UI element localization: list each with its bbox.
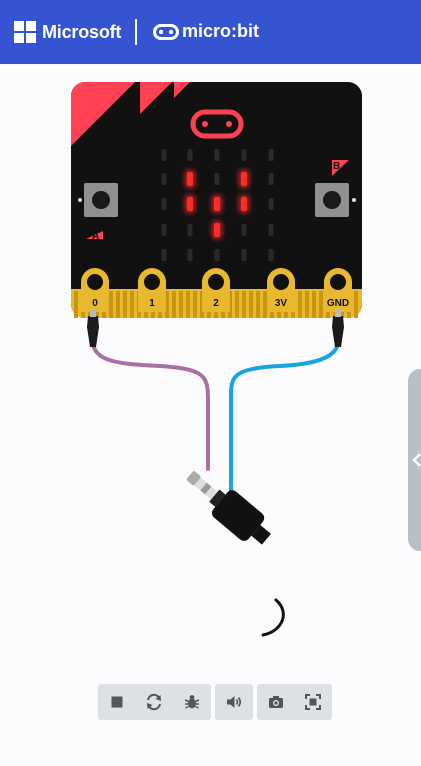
microbit-simulator[interactable]: A B 0 1 2 3V GND [0, 64, 421, 684]
edge-finger [74, 291, 78, 318]
sound-button[interactable] [215, 684, 253, 720]
edge-finger [130, 291, 134, 318]
led-off [214, 249, 220, 261]
app-header: Microsoft micro:bit [0, 0, 421, 64]
edge-finger [172, 291, 176, 318]
edge-finger [319, 291, 323, 318]
led-matrix [161, 149, 274, 261]
led-off [268, 173, 274, 185]
screenshot-icon [269, 696, 283, 708]
button-b[interactable] [315, 183, 356, 217]
edge-finger [256, 291, 260, 318]
debug-icon [184, 695, 200, 709]
edge-finger [235, 291, 239, 318]
toolbar-group-sound [215, 684, 253, 720]
fullscreen-icon [305, 694, 321, 710]
edge-finger [242, 291, 246, 318]
led-off [161, 249, 167, 261]
stop-icon [111, 696, 123, 708]
edge-finger [109, 291, 113, 318]
edge-finger [179, 291, 183, 318]
led-on [239, 195, 249, 213]
sound-icon [227, 696, 242, 708]
pin-label: 1 [149, 298, 155, 309]
headphone-jack [186, 471, 285, 637]
edge-finger [312, 291, 316, 318]
led-on [185, 195, 195, 213]
led-off [187, 149, 193, 161]
pin-1[interactable]: 1 [138, 268, 166, 312]
edge-finger [305, 291, 309, 318]
led-off [268, 249, 274, 261]
logo-touch-icon[interactable] [190, 109, 244, 139]
led-off [241, 149, 247, 161]
pin-label: 3V [275, 298, 288, 309]
led-off [241, 249, 247, 261]
led-off [268, 149, 274, 161]
side-panel-toggle[interactable] [408, 369, 421, 551]
wire-purple [91, 342, 210, 471]
edge-finger [186, 291, 190, 318]
restart-button[interactable] [135, 684, 173, 720]
edge-finger [354, 291, 358, 318]
button-a-label: A [92, 231, 99, 242]
led-on [185, 170, 195, 188]
pin-label: GND [327, 298, 349, 309]
edge-finger [298, 291, 302, 318]
led-on [212, 195, 222, 213]
toolbar-group-controls [98, 684, 211, 720]
stop-button[interactable] [98, 684, 136, 720]
pin-label: 2 [213, 298, 219, 309]
microbit-logo-icon [153, 24, 179, 40]
pin-0[interactable]: 0 [81, 268, 109, 312]
fullscreen-button[interactable] [294, 684, 332, 720]
header-divider [135, 19, 137, 45]
led-off [161, 224, 167, 236]
edge-finger [193, 291, 197, 318]
pin-row: 0 1 2 3V GND [81, 268, 352, 312]
edge-finger [116, 291, 120, 318]
clip-pin-0 [87, 309, 99, 347]
restart-icon [147, 693, 161, 711]
led-off [187, 249, 193, 261]
screenshot-button[interactable] [257, 684, 295, 720]
led-off [161, 173, 167, 185]
chevron-left-icon [412, 453, 421, 467]
edge-finger [249, 291, 253, 318]
led-off [214, 173, 220, 185]
edge-finger [165, 291, 169, 318]
edge-finger [263, 291, 267, 318]
microsoft-brand[interactable]: Microsoft [42, 22, 122, 42]
wire-blue [229, 342, 340, 494]
toolbar-group-capture [257, 684, 332, 720]
pin-2[interactable]: 2 [202, 268, 230, 312]
led-off [241, 224, 247, 236]
led-off [214, 149, 220, 161]
led-off [187, 224, 193, 236]
button-a[interactable] [78, 183, 118, 217]
debug-button[interactable] [173, 684, 211, 720]
microbit-brand[interactable]: micro:bit [182, 21, 260, 41]
edge-finger [123, 291, 127, 318]
led-off [161, 149, 167, 161]
pin-gnd[interactable]: GND [324, 268, 352, 312]
microsoft-logo-icon [14, 21, 36, 43]
led-on [239, 170, 249, 188]
clip-pin-gnd [332, 309, 344, 347]
pin-label: 0 [92, 298, 98, 309]
pin-3v[interactable]: 3V [267, 268, 295, 312]
led-on [212, 221, 222, 239]
led-off [161, 198, 167, 210]
led-off [268, 198, 274, 210]
led-off [268, 224, 274, 236]
button-b-label: B [333, 161, 340, 172]
